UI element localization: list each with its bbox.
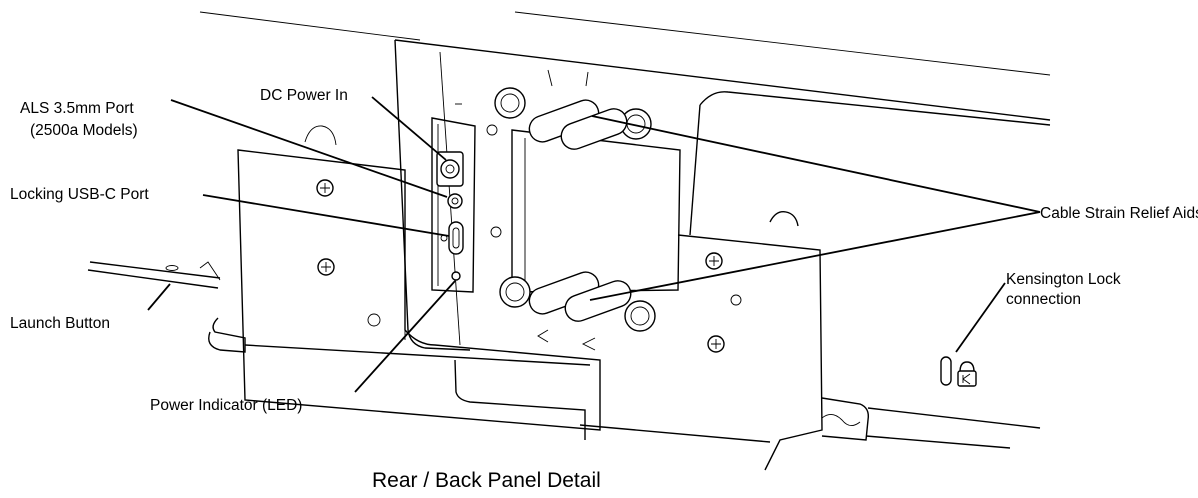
device-body [87, 11, 1051, 471]
callout-labels: ALS 3.5mm Port (2500a Models) DC Power I… [10, 87, 1198, 414]
screw-icon [316, 179, 335, 276]
cable-strain-relief-label: Cable Strain Relief Aids [1040, 205, 1198, 222]
dc-power-jack [436, 151, 464, 187]
power-led [451, 271, 461, 281]
screw-icon [705, 252, 725, 353]
als-port-models-label: (2500a Models) [30, 122, 138, 139]
dc-power-in-label: DC Power In [260, 87, 348, 104]
kensington-slot [940, 356, 952, 386]
als-audio-port [447, 193, 463, 209]
kensington-lock-label: Kensington Lock [1006, 271, 1121, 288]
diagram-caption: Rear / Back Panel Detail [372, 469, 601, 492]
cable-strain-relief-pegs [528, 99, 632, 322]
locking-usbc-port-label: Locking USB-C Port [10, 186, 149, 203]
screw-icon [494, 87, 656, 332]
callout-leaders [147, 96, 1041, 393]
usb-c-port [440, 221, 464, 255]
kensington-lock-icon [957, 361, 977, 387]
als-port-label: ALS 3.5mm Port [20, 100, 134, 117]
launch-button-label: Launch Button [10, 315, 110, 332]
kensington-connection-label: connection [1006, 291, 1081, 308]
power-indicator-label: Power Indicator (LED) [150, 397, 302, 414]
